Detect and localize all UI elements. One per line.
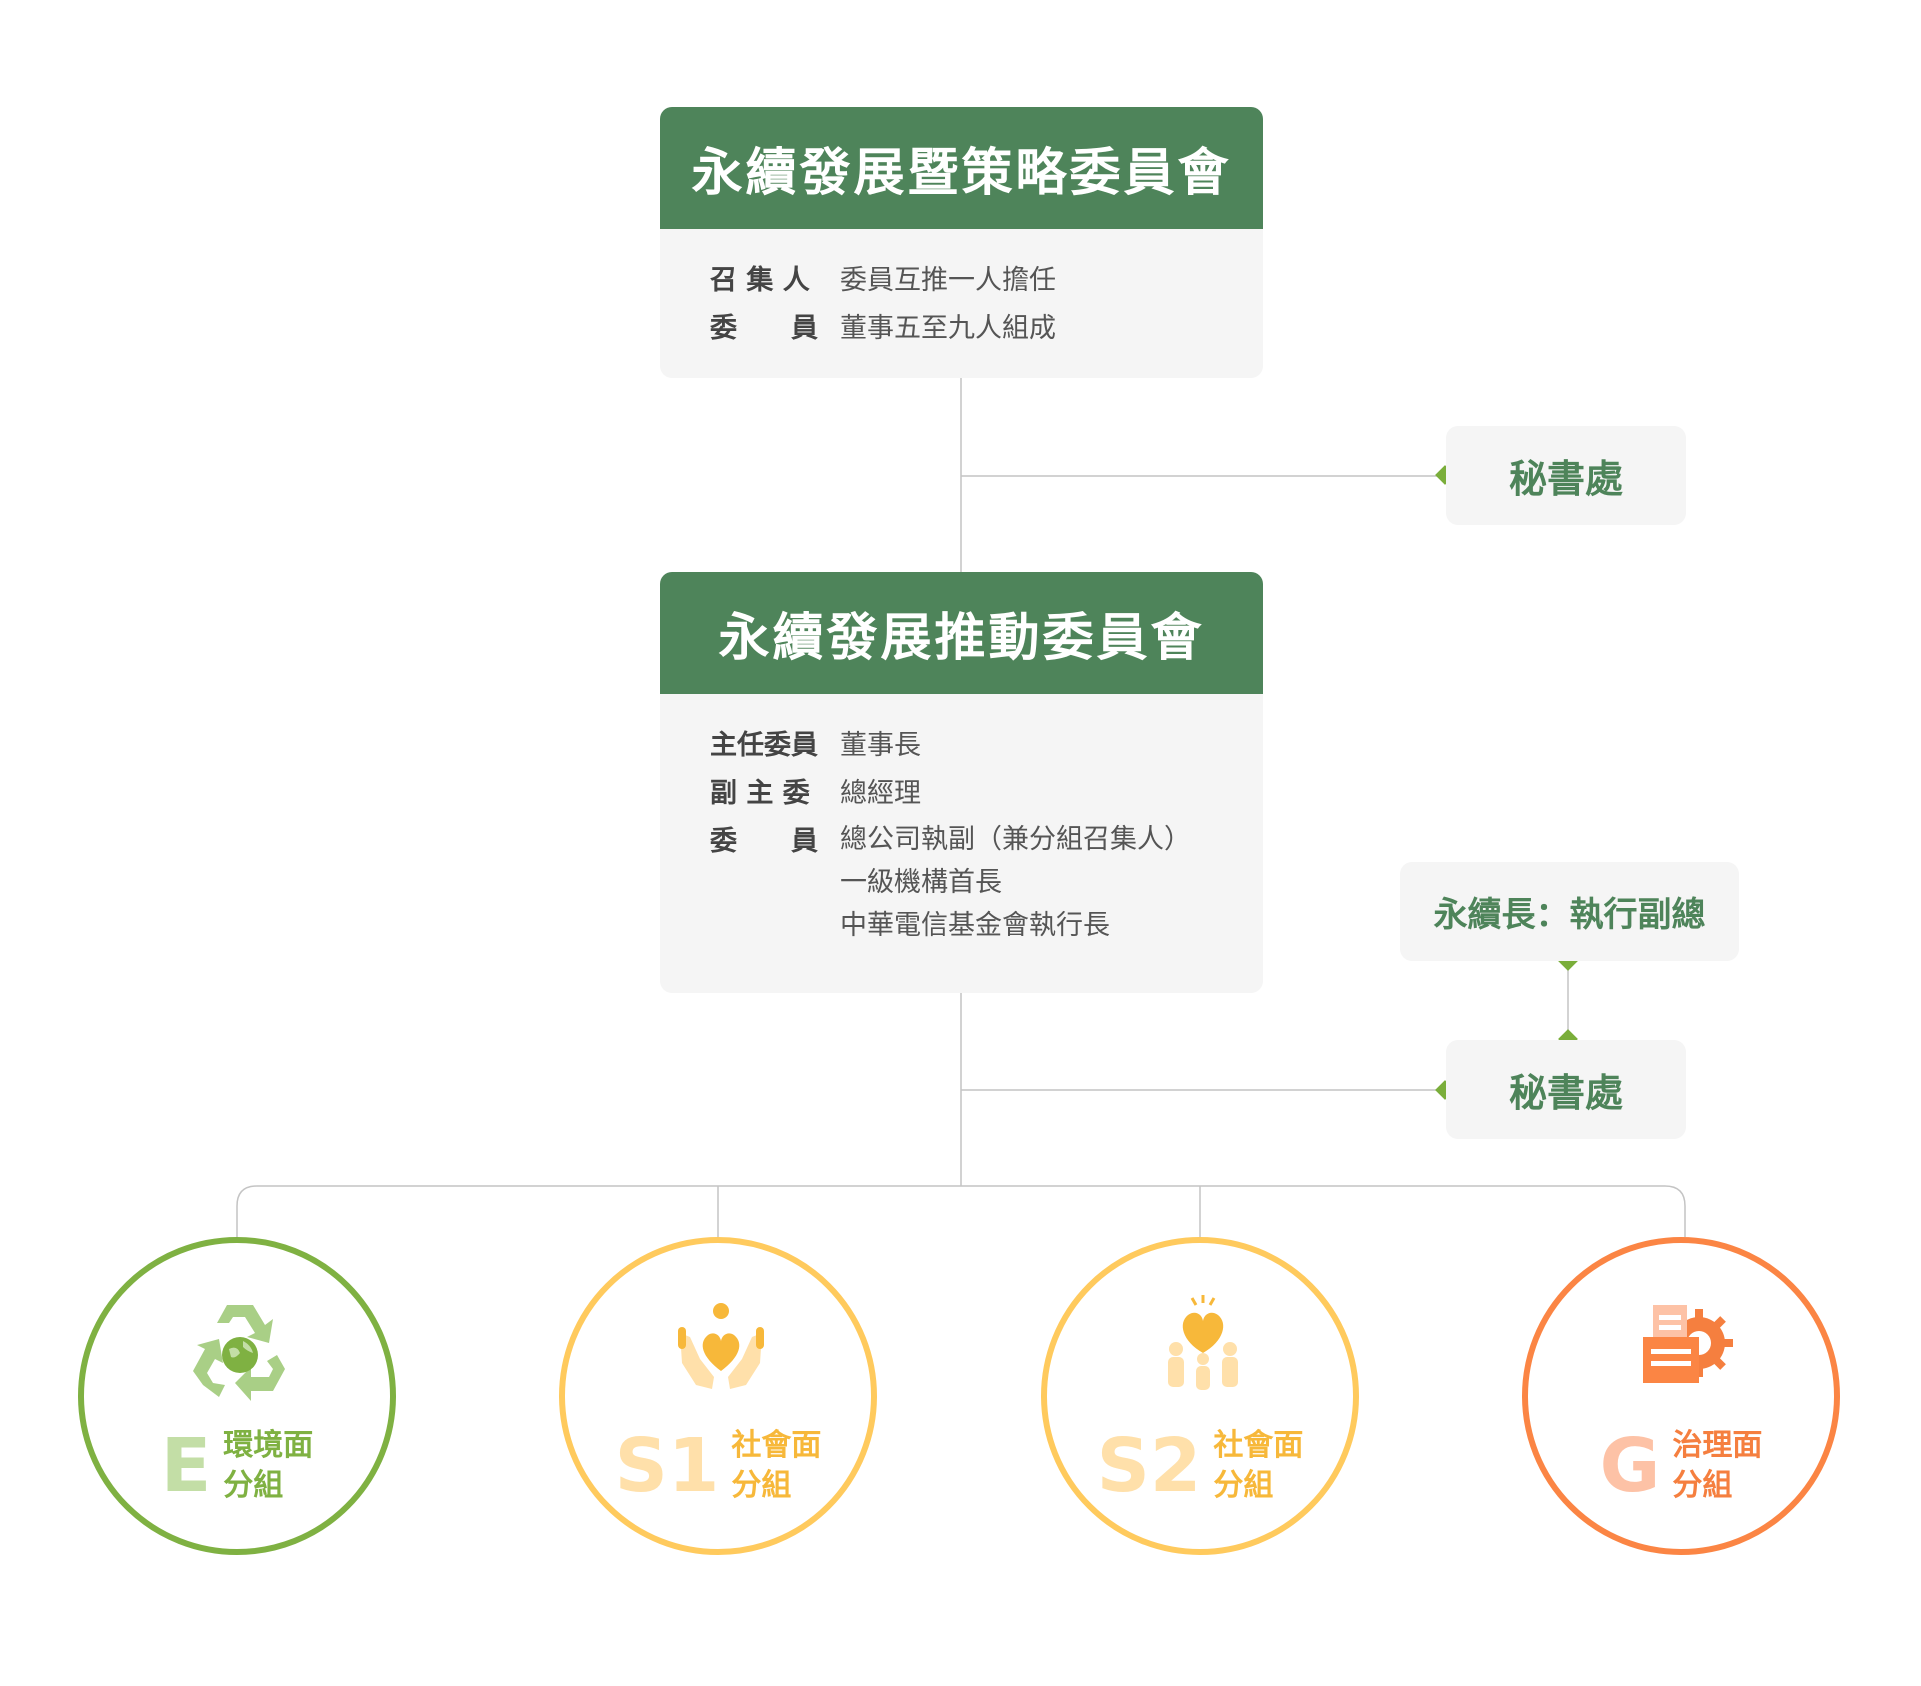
committee-row: 召 集 人 委員互推一人擔任 bbox=[710, 257, 1263, 305]
group-environment: E 環境面 分組 bbox=[78, 1237, 396, 1555]
member-value: 董事五至九人組成 bbox=[840, 313, 1056, 344]
group-letter: S2 bbox=[1096, 1423, 1202, 1509]
group-suffix: 分組 bbox=[1213, 1468, 1274, 1503]
chair-value: 董事長 bbox=[840, 730, 921, 761]
group-text: 治理面 分組 bbox=[1672, 1426, 1762, 1506]
vice-chair-value: 總經理 bbox=[840, 778, 921, 809]
member-value: 總公司執副（兼分組召集人） bbox=[840, 824, 1191, 855]
committee-row: 委 員 總公司執副（兼分組召集人） 一級機構首長 中華電信基金會執行長 bbox=[710, 818, 1263, 947]
member-value: 一級機構首長 bbox=[840, 867, 1002, 898]
secretariat-bottom: 秘書處 bbox=[1446, 1040, 1686, 1139]
member-label: 委 員 bbox=[710, 313, 818, 344]
group-letter: G bbox=[1599, 1423, 1661, 1509]
group-label: E 環境面 分組 bbox=[84, 1426, 390, 1506]
strategy-committee-box: 永續發展暨策略委員會 召 集 人 委員互推一人擔任 委 員 董事五至九人組成 bbox=[660, 107, 1263, 378]
hands-heart-icon bbox=[678, 1303, 764, 1389]
group-name: 社會面 bbox=[1213, 1428, 1304, 1463]
vice-chair-label: 副 主 委 bbox=[710, 778, 810, 809]
group-name: 社會面 bbox=[731, 1428, 822, 1463]
group-suffix: 分組 bbox=[223, 1468, 284, 1503]
group-social-1: S1 社會面 分組 bbox=[559, 1237, 877, 1555]
chief-sustainability-officer: 永續長：執行副總 bbox=[1400, 862, 1739, 961]
member-value: 中華電信基金會執行長 bbox=[840, 910, 1110, 941]
group-suffix: 分組 bbox=[1672, 1468, 1733, 1503]
group-suffix: 分組 bbox=[731, 1468, 792, 1503]
group-text: 社會面 分組 bbox=[1213, 1426, 1303, 1506]
member-values: 總公司執副（兼分組召集人） 一級機構首長 中華電信基金會執行長 bbox=[840, 818, 1191, 947]
convener-value: 委員互推一人擔任 bbox=[840, 265, 1056, 296]
promotion-committee-title: 永續發展推動委員會 bbox=[660, 572, 1263, 694]
group-letter: E bbox=[160, 1423, 212, 1509]
group-label: S1 社會面 分組 bbox=[565, 1426, 871, 1506]
promotion-committee-members: 主任委員 董事長 副 主 委 總經理 委 員 總公司執副（兼分組召集人） 一級機… bbox=[660, 694, 1263, 947]
group-name: 環境面 bbox=[223, 1428, 314, 1463]
group-name: 治理面 bbox=[1672, 1428, 1763, 1463]
group-text: 社會面 分組 bbox=[731, 1426, 821, 1506]
group-label: S2 社會面 分組 bbox=[1047, 1426, 1353, 1506]
committee-row: 委 員 董事五至九人組成 bbox=[710, 305, 1263, 353]
group-letter: S1 bbox=[614, 1423, 720, 1509]
group-label: G 治理面 分組 bbox=[1528, 1426, 1834, 1506]
member-label: 委 員 bbox=[710, 826, 818, 857]
convener-label: 召 集 人 bbox=[710, 265, 810, 296]
chair-label: 主任委員 bbox=[710, 730, 818, 761]
promotion-committee-box: 永續發展推動委員會 主任委員 董事長 副 主 委 總經理 委 員 總公司執副（兼… bbox=[660, 572, 1263, 993]
group-social-2: S2 社會面 分組 bbox=[1041, 1237, 1359, 1555]
group-governance: G 治理面 分組 bbox=[1522, 1237, 1840, 1555]
recycle-globe-icon bbox=[193, 1305, 285, 1401]
committee-row: 副 主 委 總經理 bbox=[710, 770, 1263, 818]
family-heart-icon bbox=[1168, 1295, 1238, 1390]
secretariat-top: 秘書處 bbox=[1446, 426, 1686, 525]
committee-row: 主任委員 董事長 bbox=[710, 722, 1263, 770]
strategy-committee-title: 永續發展暨策略委員會 bbox=[660, 107, 1263, 229]
strategy-committee-members: 召 集 人 委員互推一人擔任 委 員 董事五至九人組成 bbox=[660, 229, 1263, 353]
document-gear-icon bbox=[1643, 1305, 1733, 1383]
group-text: 環境面 分組 bbox=[223, 1426, 313, 1506]
